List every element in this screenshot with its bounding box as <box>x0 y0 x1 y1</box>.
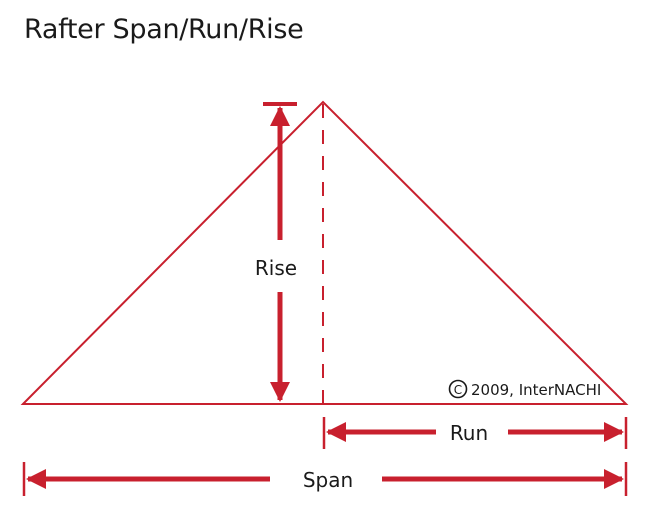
copyright-icon <box>448 379 468 399</box>
copyright-text: 2009, InterNACHI <box>471 381 601 399</box>
diagram-title: Rafter Span/Run/Rise <box>24 14 304 45</box>
roof-triangle <box>20 100 629 405</box>
span-label: Span <box>303 468 353 492</box>
copyright-symbol-letter: C <box>454 383 462 397</box>
run-label: Run <box>450 421 488 445</box>
rise-label: Rise <box>255 256 297 280</box>
